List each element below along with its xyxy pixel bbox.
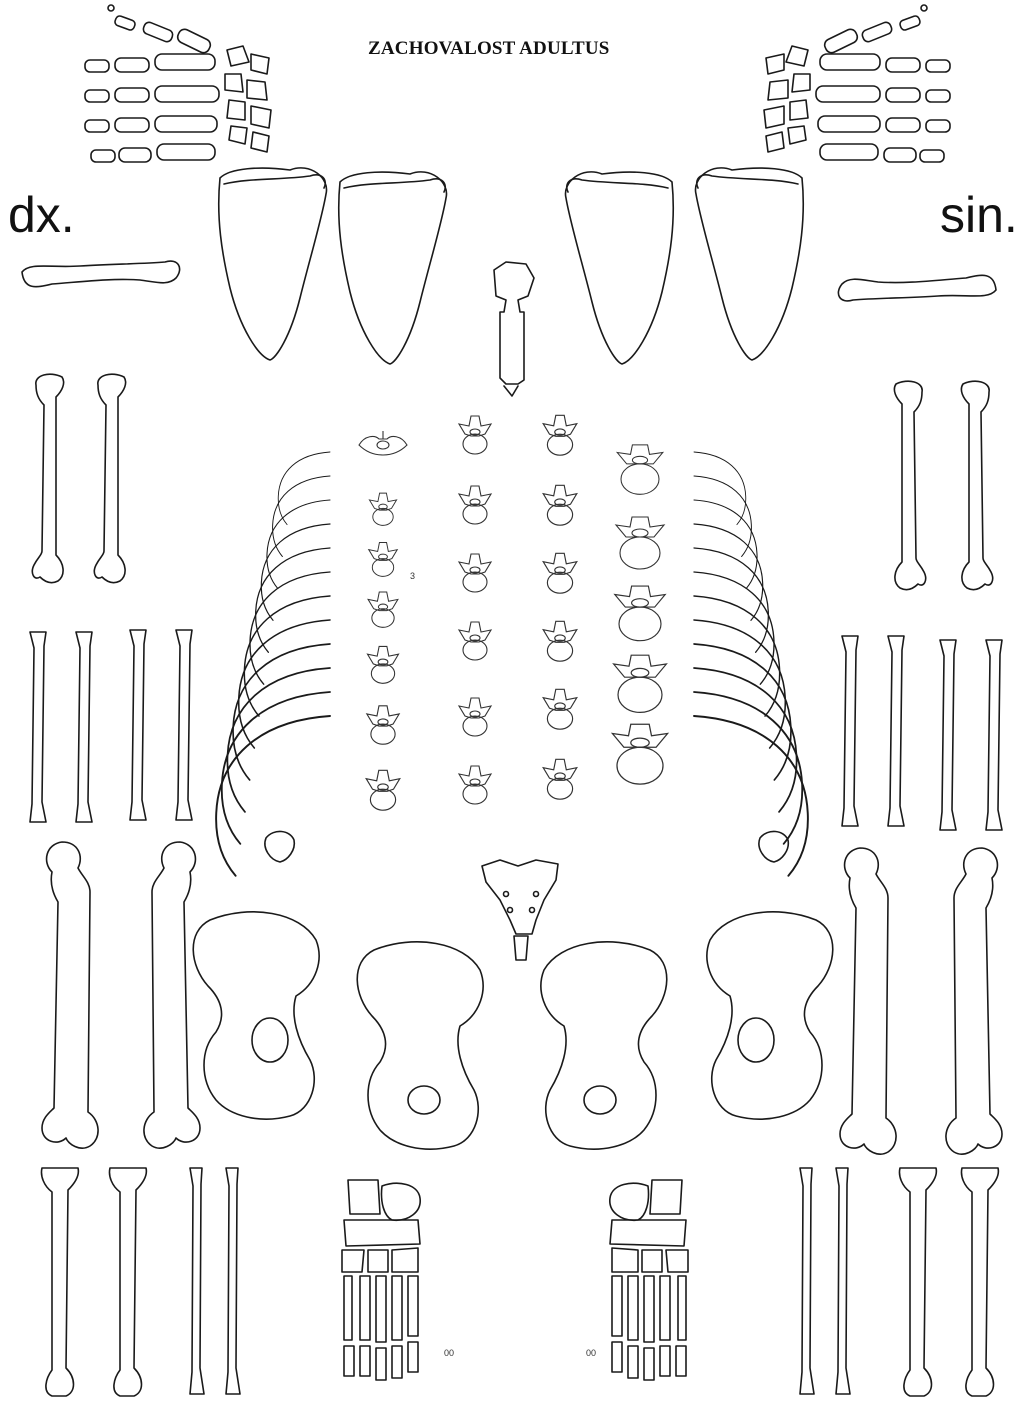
rib-left bbox=[694, 500, 757, 588]
thoracic-vertebrae bbox=[459, 415, 577, 804]
femur-left-1 bbox=[840, 848, 896, 1154]
pelvis-right-2 bbox=[357, 942, 483, 1149]
rib-right bbox=[278, 452, 330, 525]
humerus-right-2 bbox=[94, 374, 125, 582]
lumbar-vertebra bbox=[616, 517, 664, 569]
femur-left-2 bbox=[946, 848, 1002, 1154]
scapula-right-2 bbox=[339, 172, 447, 364]
lumbar-vertebra bbox=[617, 445, 663, 494]
cervical-vertebra bbox=[369, 493, 396, 525]
cervical-vertebrae bbox=[359, 431, 407, 810]
rib-left bbox=[694, 596, 780, 716]
foot-left bbox=[610, 1180, 688, 1380]
cervical-vertebra bbox=[367, 706, 399, 744]
lumbar-vertebra bbox=[614, 655, 667, 712]
thoracic-vertebra bbox=[459, 622, 491, 660]
thoracic-vertebra bbox=[543, 621, 577, 661]
atlas-vertebra bbox=[359, 431, 407, 455]
ribs-left bbox=[694, 452, 808, 876]
thoracic-vertebra bbox=[543, 553, 577, 593]
radius-ulna-left bbox=[842, 636, 1002, 830]
cervical-vertebra bbox=[368, 592, 398, 627]
thoracic-vertebra bbox=[543, 689, 577, 729]
hand-left bbox=[764, 5, 950, 162]
cervical-vertebra bbox=[366, 770, 400, 810]
rib-left bbox=[694, 476, 751, 557]
patella-left bbox=[759, 831, 788, 862]
lumbar-vertebra bbox=[612, 724, 667, 784]
femur-right-2 bbox=[144, 842, 200, 1148]
scapula-left-1 bbox=[565, 172, 673, 364]
humerus-right-1 bbox=[32, 374, 63, 582]
sacrum bbox=[482, 860, 558, 960]
rib-right bbox=[267, 500, 330, 588]
femur-right-1 bbox=[42, 842, 98, 1148]
clavicle-right bbox=[22, 261, 180, 287]
rib-right bbox=[273, 476, 330, 557]
scapula-left-2 bbox=[695, 168, 803, 360]
pelvis-left-1 bbox=[541, 942, 667, 1149]
clavicle-left bbox=[838, 275, 996, 301]
radius-ulna-right bbox=[30, 630, 192, 822]
thoracic-vertebra bbox=[459, 554, 491, 592]
thoracic-vertebra bbox=[543, 485, 577, 525]
foot-right bbox=[342, 1180, 420, 1380]
humerus-left-2 bbox=[961, 381, 992, 589]
pelvis-left-2 bbox=[707, 912, 833, 1119]
cervical-vertebra bbox=[369, 543, 397, 577]
thoracic-vertebra bbox=[459, 698, 491, 736]
patella-right bbox=[265, 831, 294, 862]
lumbar-vertebrae bbox=[612, 445, 667, 784]
thoracic-vertebra bbox=[459, 766, 491, 804]
thoracic-vertebra bbox=[459, 486, 491, 524]
lumbar-vertebra bbox=[615, 586, 665, 641]
rib-left bbox=[694, 452, 746, 525]
ribs-right bbox=[216, 452, 330, 876]
tibia-fibula-left bbox=[800, 1168, 998, 1396]
thoracic-vertebra bbox=[543, 759, 577, 799]
humerus-left-1 bbox=[894, 381, 925, 589]
tibia-fibula-right bbox=[41, 1168, 240, 1396]
scapula-right-1 bbox=[219, 168, 327, 360]
pelvis-right-1 bbox=[193, 912, 319, 1119]
thoracic-vertebra bbox=[459, 416, 491, 454]
thoracic-vertebra bbox=[543, 415, 577, 455]
rib-right bbox=[244, 596, 330, 716]
sternum bbox=[494, 262, 534, 396]
cervical-vertebra bbox=[367, 646, 398, 683]
hand-right bbox=[85, 5, 271, 162]
